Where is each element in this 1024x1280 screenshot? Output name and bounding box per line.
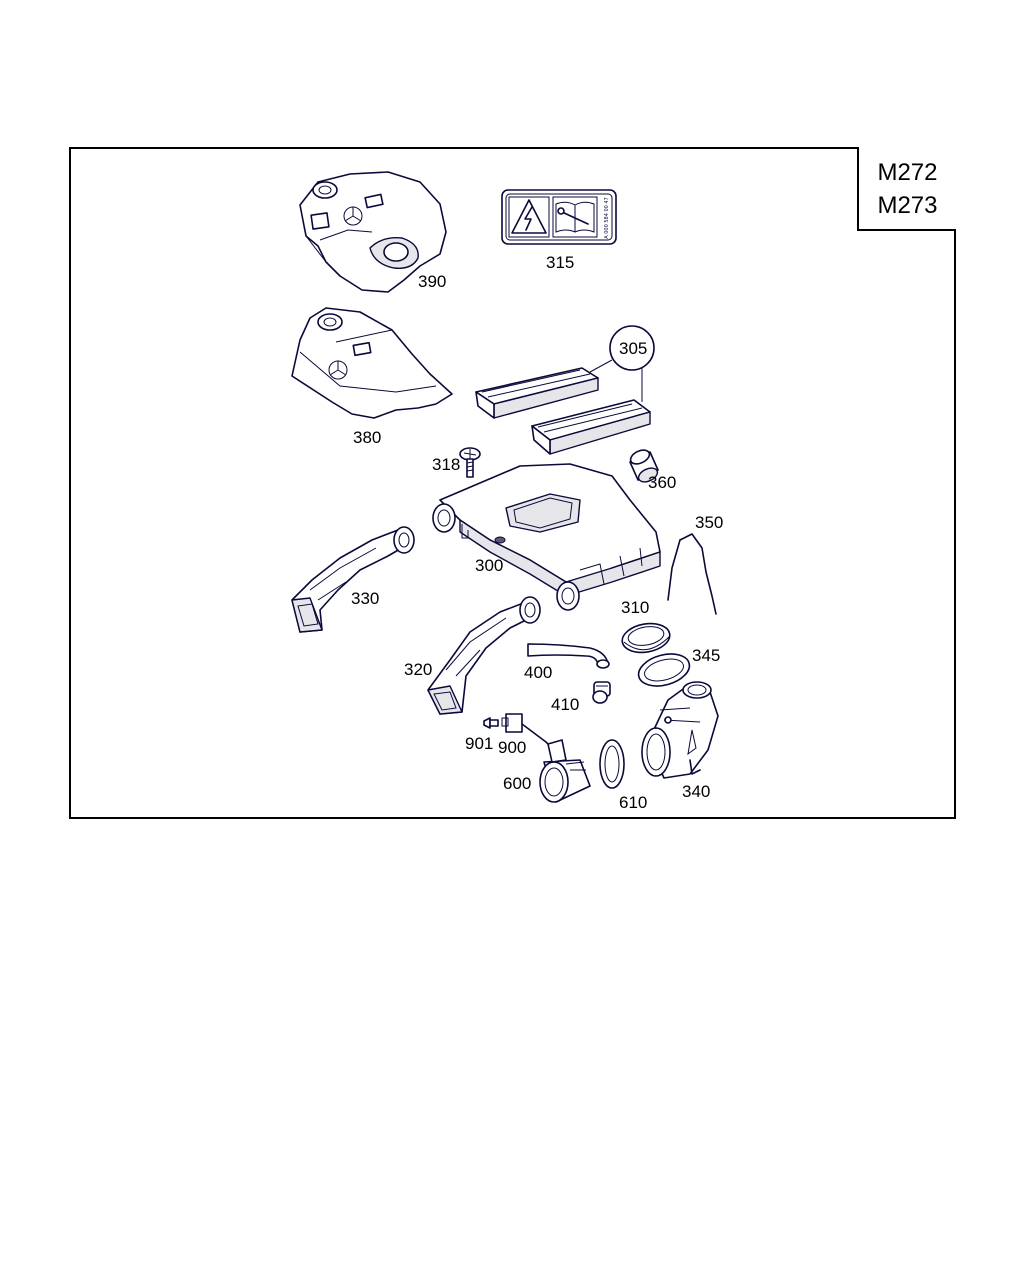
part-345-seal-ring-icon[interactable] [635, 649, 693, 691]
label-610: 610 [619, 793, 647, 812]
label-330: 330 [351, 589, 379, 608]
part-310-ring-icon[interactable] [620, 620, 672, 656]
label-315: 315 [546, 253, 574, 272]
part-labels: 390 315 305 380 318 360 350 300 330 310 … [351, 253, 723, 812]
decal-code-text: A 000 584 00 47 [604, 197, 610, 239]
label-310: 310 [621, 598, 649, 617]
engine-model-box: M272 M273 [857, 147, 956, 231]
part-350-seal-icon[interactable] [667, 533, 717, 615]
label-350: 350 [695, 513, 723, 532]
label-901: 901 [465, 734, 493, 753]
part-318-screw-icon[interactable] [459, 447, 481, 478]
label-320: 320 [404, 660, 432, 679]
part-305-air-filter-icon[interactable] [475, 325, 655, 455]
part-901-bolt-icon[interactable] [483, 717, 499, 729]
part-360-sleeve-icon[interactable] [628, 447, 659, 484]
part-400-hose-icon[interactable] [527, 643, 610, 669]
label-410: 410 [551, 695, 579, 714]
part-380-engine-cover-icon[interactable] [291, 307, 453, 419]
part-300-air-filter-housing-icon[interactable] [432, 463, 661, 611]
label-900: 900 [498, 738, 526, 757]
label-345: 345 [692, 646, 720, 665]
part-610-ring-icon[interactable] [599, 739, 625, 789]
label-360: 360 [648, 473, 676, 492]
part-390-engine-cover-icon[interactable] [299, 171, 447, 293]
part-900-connector-icon[interactable] [501, 713, 523, 733]
label-400: 400 [524, 663, 552, 682]
label-600: 600 [503, 774, 531, 793]
engine-model-m273: M273 [877, 192, 938, 219]
label-305: 305 [619, 339, 647, 358]
label-300: 300 [475, 556, 503, 575]
part-330-intake-duct-icon[interactable] [291, 526, 415, 633]
label-340: 340 [682, 782, 710, 801]
part-340-intake-elbow-icon[interactable] [641, 681, 719, 779]
label-390: 390 [418, 272, 446, 291]
part-600-air-mass-sensor-icon[interactable] [539, 739, 591, 803]
label-380: 380 [353, 428, 381, 447]
engine-model-m272: M272 [877, 159, 938, 186]
part-410-clip-icon[interactable] [592, 681, 611, 704]
label-318: 318 [432, 455, 460, 474]
part-315-warning-decal-icon[interactable]: A 000 584 00 47 [501, 189, 617, 245]
part-320-intake-duct-icon[interactable] [427, 596, 541, 715]
diagram-frame [69, 147, 956, 819]
